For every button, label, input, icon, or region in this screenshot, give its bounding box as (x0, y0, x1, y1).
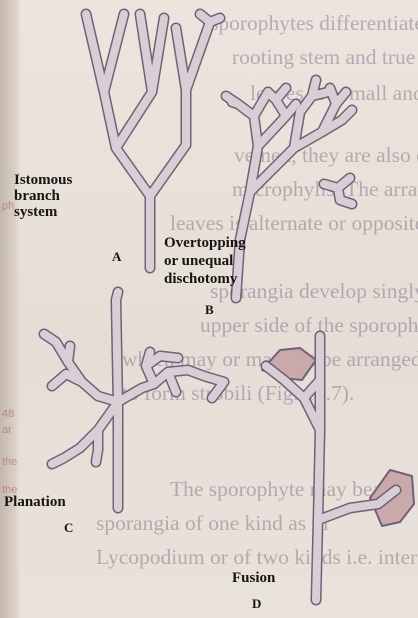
panel-d-caption: Fusion (232, 570, 275, 586)
panel-b-letter: B (205, 302, 214, 318)
panel-a-caption-line-1: Istomous (14, 172, 72, 188)
panel-d-letter: D (252, 596, 261, 612)
panel-a-branches (86, 14, 220, 268)
panel-b-caption-line-3: dischotomy (164, 271, 237, 287)
panel-a-caption-line-2: branch (14, 188, 60, 204)
panel-b-caption-line-1: Overtopping (164, 235, 246, 251)
panel-b-branches (226, 80, 352, 298)
panel-a-letter: A (112, 249, 121, 265)
panel-c-branches (44, 292, 224, 508)
panel-b-caption-line-2: or unequal (164, 253, 233, 269)
panel-a-caption-line-3: system (14, 204, 57, 220)
panel-c-caption: Planation (4, 494, 66, 510)
panel-c-letter: C (64, 520, 73, 536)
panel-d-branches (262, 336, 414, 600)
